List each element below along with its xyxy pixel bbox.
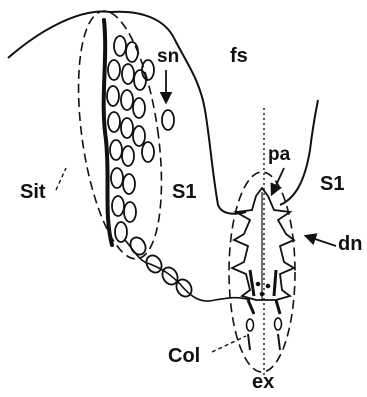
papilla-structure <box>232 188 294 300</box>
label-ex: ex <box>252 371 274 392</box>
pa-arrow <box>272 168 284 194</box>
socket-boundary <box>104 20 112 245</box>
label-sn: sn <box>157 46 179 67</box>
label-pa: pa <box>268 144 291 165</box>
sit-leader <box>56 168 66 190</box>
label-col: Col <box>168 345 200 367</box>
label-dn: dn <box>338 233 362 255</box>
label-s1-right: S1 <box>320 173 344 195</box>
label-fs: fs <box>230 45 248 67</box>
dark-structures <box>248 270 280 314</box>
label-s1-left: S1 <box>172 181 196 203</box>
dendrite-path <box>125 240 250 301</box>
dn-arrow <box>306 236 336 246</box>
sit-dashed-region <box>65 6 175 264</box>
label-sit: Sit <box>20 181 46 203</box>
